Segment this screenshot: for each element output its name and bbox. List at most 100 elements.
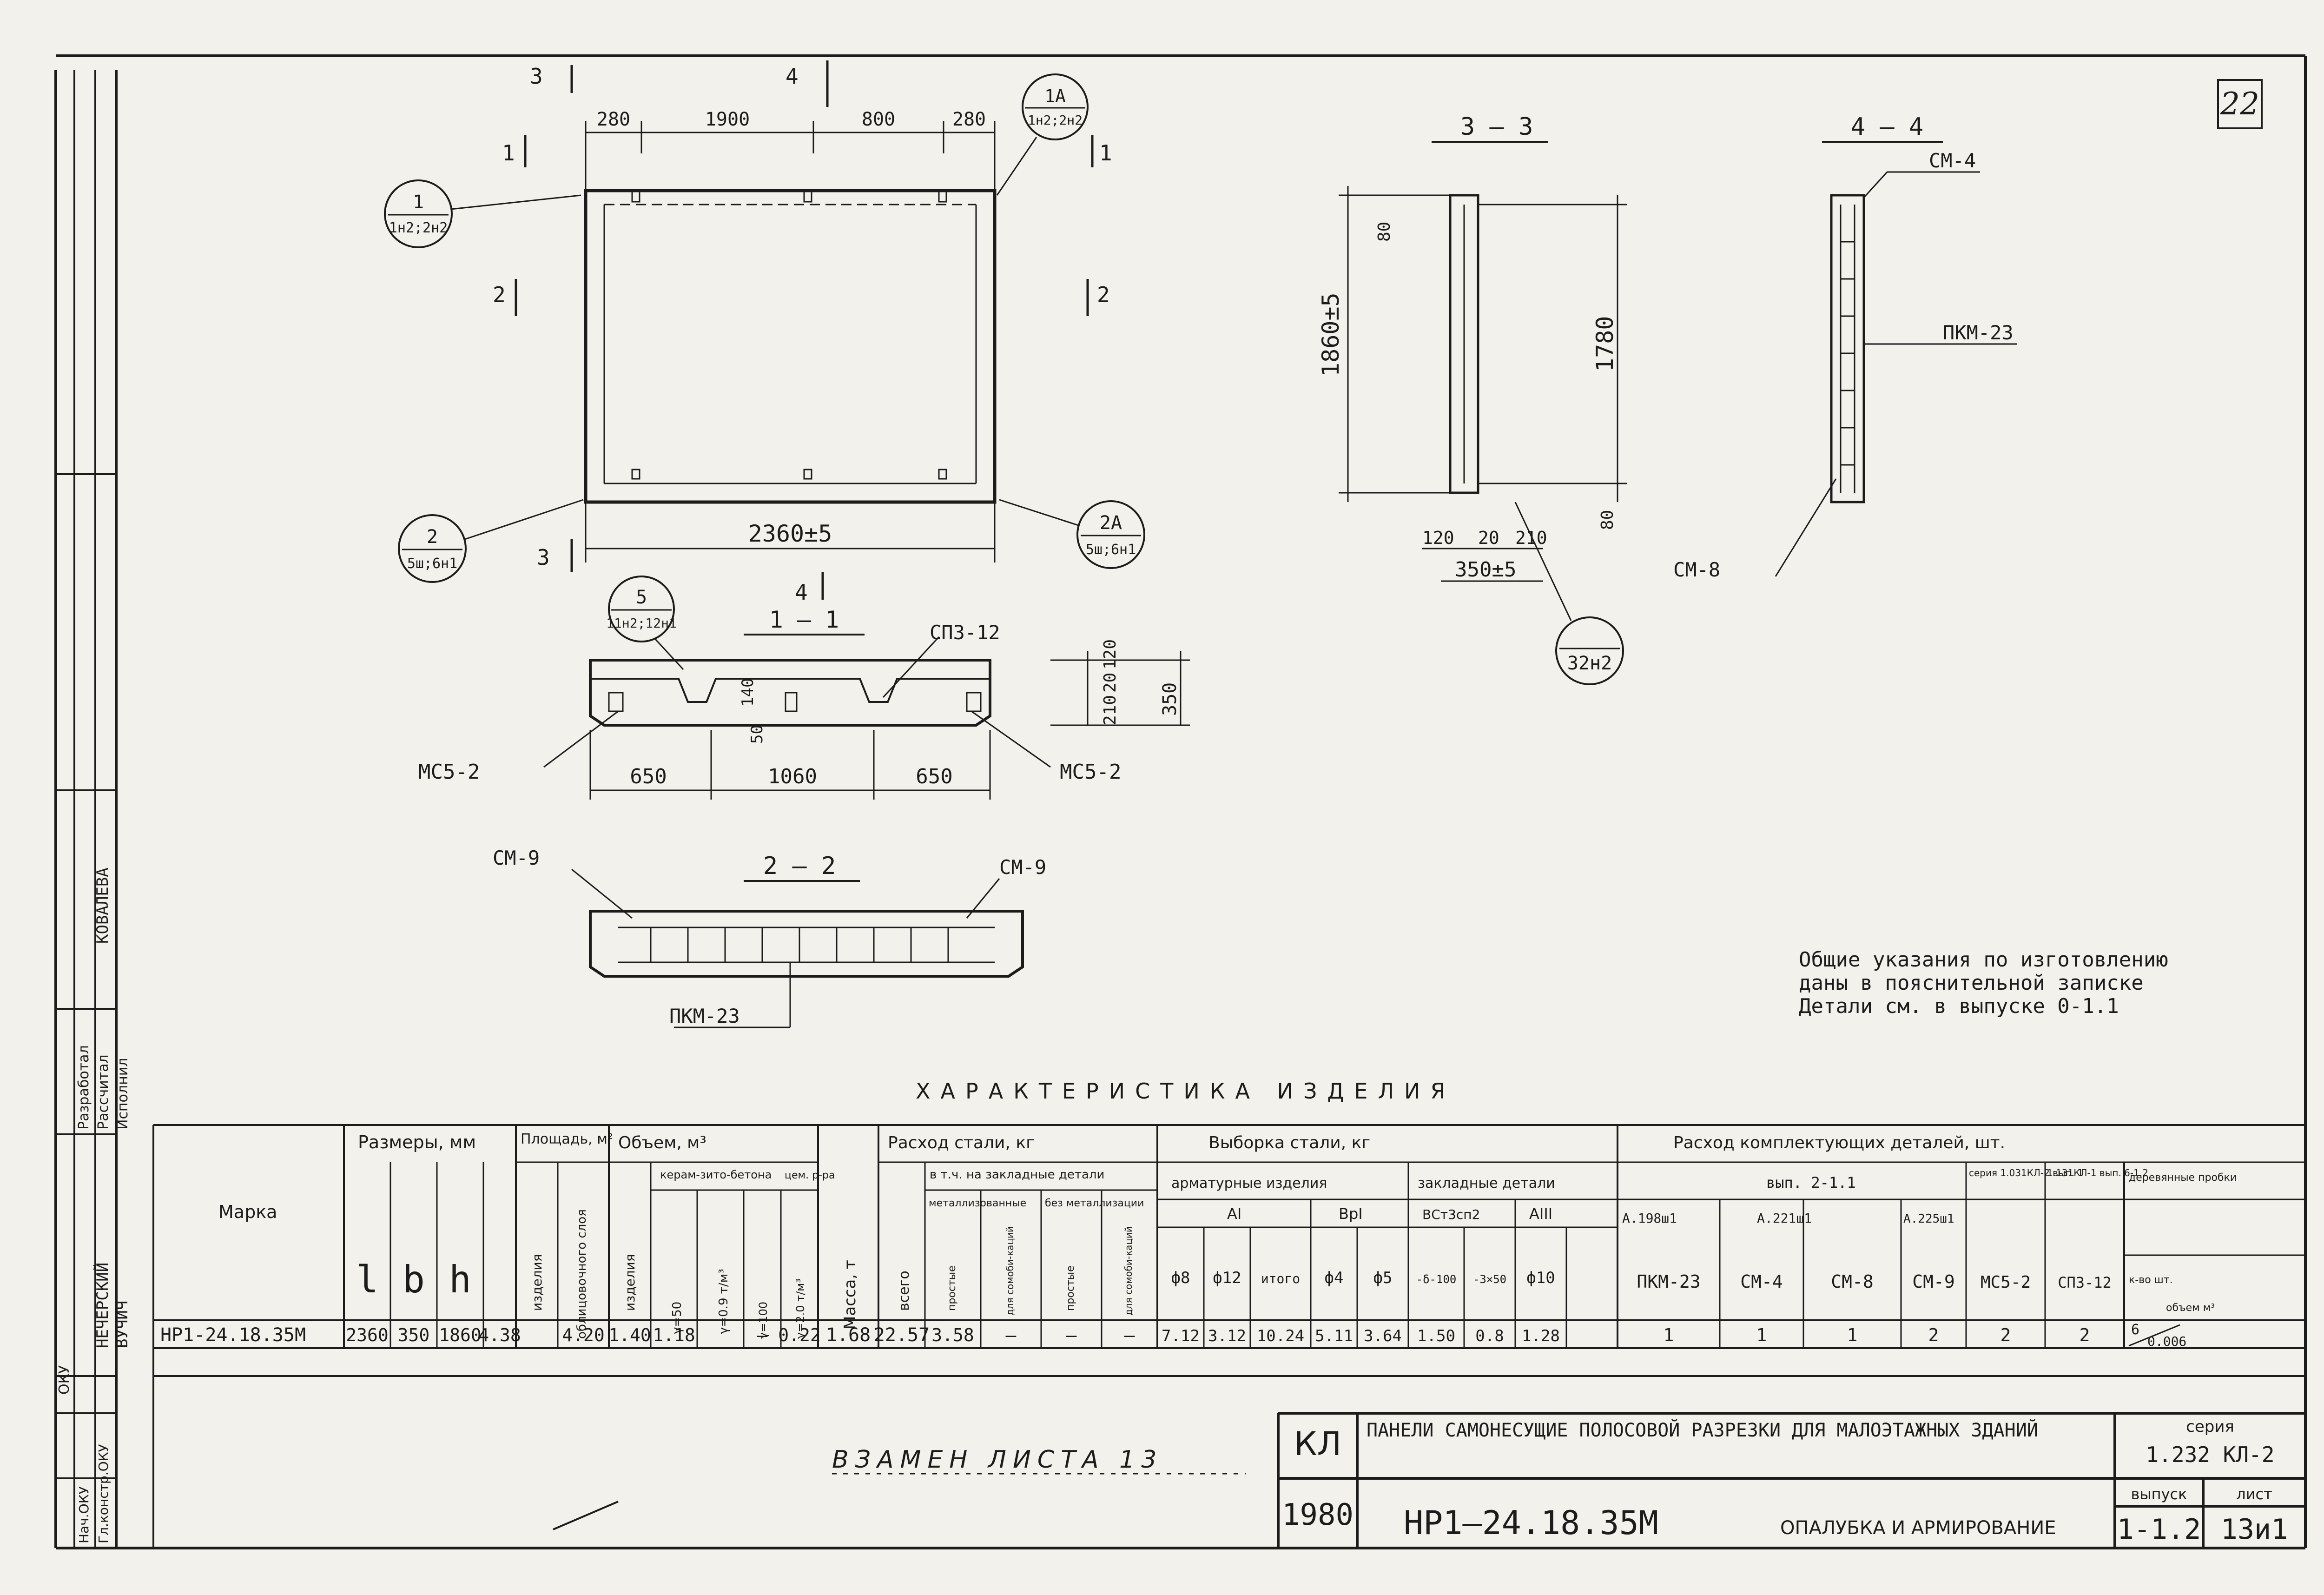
section-mark-3-top: 3: [530, 64, 543, 89]
s11-dim-210: 210: [1101, 695, 1120, 725]
th-b: b: [403, 1258, 425, 1301]
callout-2-sub: 5ш;6н1: [407, 556, 457, 572]
td-part-6: 2: [2080, 1325, 2090, 1345]
s33-dim-80-top: 80: [1375, 222, 1394, 242]
title-block-grid: [1277, 1412, 2305, 1548]
label-sm8: СМ-8: [1673, 558, 1720, 581]
tb-sheet: 13и1: [2221, 1513, 2288, 1546]
s11-dim-50: 50: [748, 725, 766, 744]
s11-dim-650-right: 650: [916, 765, 952, 788]
th-grade-bpi: ВрI: [1339, 1205, 1363, 1223]
th-steel: Расход стали, кг: [888, 1133, 1035, 1152]
stamp-role-chief-designer: Гл.констр.ОКУ: [96, 1444, 111, 1543]
stamp-name-2: КОВАЛЕВА: [93, 867, 112, 944]
th-vol-g50: γ=50: [670, 1302, 684, 1334]
section-1-1-ribs: [590, 678, 990, 703]
th-rebar: арматурные изделия: [1171, 1175, 1327, 1191]
section-mark-3-bottom: 3: [537, 545, 550, 570]
panel-outline: [584, 189, 997, 504]
th-series-1: вып. 2-1.1: [1766, 1174, 1856, 1191]
td-sel-7: 0.8: [1475, 1327, 1504, 1345]
td-sel-3: 10.24: [1257, 1327, 1304, 1345]
th-steel-s2: для сомоби-каций: [1004, 1226, 1016, 1316]
th-area: Площадь, м²: [521, 1131, 613, 1147]
front-width: 2360±5: [748, 520, 832, 547]
th-part-ms52: МС5-2: [1981, 1273, 2031, 1292]
callout-2-num: 2: [427, 526, 438, 548]
tb-issue-label: выпуск: [2131, 1485, 2187, 1503]
th-wood-qty: к-во шт.: [2129, 1274, 2173, 1286]
label-sm4: СМ-4: [1929, 149, 1976, 172]
td-steel-total: 22.57: [874, 1324, 930, 1346]
td-sel-6: 1.50: [1417, 1327, 1455, 1345]
th-vol-g100: γ=100: [757, 1302, 770, 1339]
td-b: 350: [398, 1325, 430, 1345]
section-1-1-inserts: [608, 692, 982, 712]
section-2-2-outline: [589, 910, 1024, 978]
sheet-number: 22: [2217, 79, 2263, 129]
td-area-item: 4.38: [478, 1325, 521, 1345]
td-mass: 1.68: [826, 1324, 871, 1346]
th-parts: Расход комплектующих деталей, шт.: [1673, 1133, 2005, 1152]
label-sp3-12: СП3-12: [930, 621, 1000, 644]
s33-total: 350±5: [1455, 558, 1516, 582]
s11-dim-140: 140: [739, 678, 757, 707]
td-sel-5: 3.64: [1364, 1327, 1402, 1345]
td-vol-c50: —: [757, 1325, 768, 1345]
th-ref-2: А.221ш1: [1757, 1211, 1812, 1226]
td-l: 2360: [346, 1325, 389, 1345]
section-1-1-title: 1 — 1: [769, 606, 839, 633]
th-mass: Масса, т: [841, 1260, 859, 1330]
s11-dim-350: 350: [1159, 682, 1181, 716]
td-steel-m2: —: [1006, 1325, 1017, 1345]
characteristics-title: ХАРАКТЕРИСТИКА ИЗДЕЛИЯ: [916, 1079, 1456, 1104]
th-vol-g09: γ=0.9 т/м³: [717, 1269, 731, 1334]
th-ref-3: А.225ш1: [1903, 1212, 1954, 1226]
callout-1a: 1А 1н2;2н2: [996, 73, 1089, 196]
callout-1a-sub: 1н2;2н2: [1028, 113, 1083, 128]
th-volume: Объем, м³: [618, 1133, 706, 1152]
label-sm9-right: СМ-9: [999, 856, 1046, 879]
front-dim-top-4: 280: [952, 109, 986, 130]
section-3-3-dims: [1339, 186, 1627, 582]
char-table-grid: [152, 1124, 2305, 1548]
th-vol-g20: γ=2.0 т/м³: [794, 1278, 807, 1339]
front-section-lines: [515, 60, 1094, 600]
th-d12: ф12: [1213, 1269, 1241, 1287]
td-part-3: 1: [1847, 1325, 1858, 1345]
callout-1-sub: 1н2;2н2: [389, 220, 448, 236]
s33-height: 1860±5: [1317, 292, 1344, 377]
th-steel-metal: металлизованные: [929, 1198, 1026, 1209]
s11-dim-1060: 1060: [768, 765, 817, 788]
section-1-1-outline: [589, 659, 991, 727]
th-steel-s4: для сомоби-каций: [1123, 1226, 1134, 1316]
tb-series-label: серия: [2186, 1417, 2234, 1436]
section-3-3: 3 — 3 1860±5 1780 80 80 120 20 210 350±5…: [1317, 113, 1627, 685]
panel-insert-marks: [631, 190, 947, 480]
th-l: l: [356, 1258, 378, 1301]
callout-1-num: 1: [413, 192, 424, 213]
general-notes: Общие указания по изготовлению даны в по…: [1799, 948, 2301, 1018]
th-ref-1: А.198ш1: [1622, 1211, 1677, 1226]
th-plate-100: -δ-100: [1416, 1273, 1457, 1286]
th-itogo: итого: [1261, 1271, 1300, 1286]
td-area-face: 4.20: [562, 1325, 605, 1345]
callout-2a: 2А 5ш;6н1: [999, 499, 1145, 569]
section-1-1-dim-bottom: [589, 730, 991, 800]
s33-dim-80-bottom: 80: [1598, 510, 1617, 530]
section-2-2: 2 — 2 СМ-9 СМ-9 ПКМ-23: [493, 847, 1046, 1028]
label-ms5-2-left: МС5-2: [418, 760, 480, 784]
callout-5: 5 11н2;12н1: [606, 576, 684, 670]
th-d10: ф10: [1526, 1269, 1555, 1287]
th-mark: Марка: [218, 1202, 277, 1222]
char-table-header: Марка Размеры, мм Площадь, м² Объем, м³ …: [218, 1131, 2237, 1339]
sheet-frame: [54, 54, 2307, 1549]
section-2-2-title: 2 — 2: [763, 852, 836, 880]
th-series-2: серия 1.031КЛ-2 вып. 1: [1969, 1167, 2083, 1178]
td-wood-vol: 0.006: [2147, 1334, 2186, 1349]
th-series-3: 1.131КЛ-1 вып. 6-1.2: [2047, 1167, 2148, 1178]
s33-dim-210: 210: [1515, 528, 1547, 548]
th-steel-total: всего: [896, 1271, 912, 1311]
section-1-1: 1 — 1 5 11н2;12н1 СП3-12 МС5-2 МС5-2 650…: [418, 576, 1190, 800]
callout-1: 1 1н2;2н2: [384, 179, 581, 248]
